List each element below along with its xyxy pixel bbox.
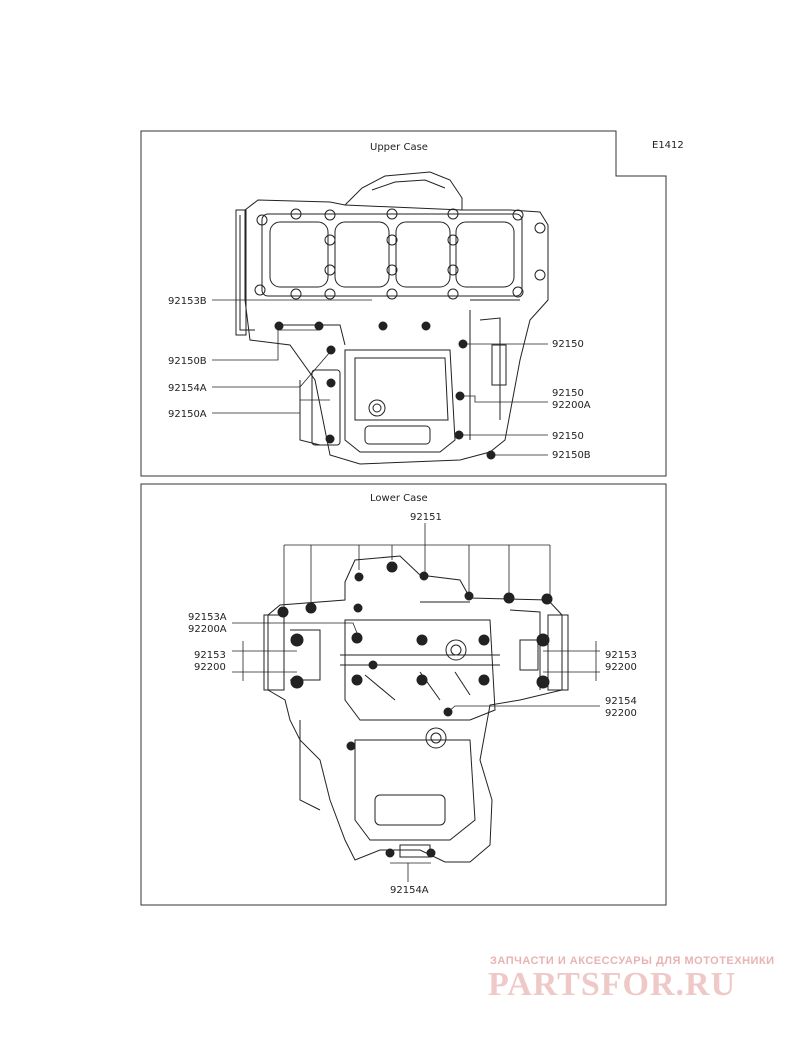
diagram-code: E1412	[652, 140, 684, 151]
upper-bolts	[274, 321, 496, 460]
lower-case-frame	[140, 483, 667, 906]
lower-bolts	[277, 561, 553, 858]
lower-leader-lines	[232, 523, 600, 882]
label-92154a: 92154A	[168, 383, 207, 394]
upper-bolt-bosses	[254, 208, 546, 300]
lower-crankcase-drawing	[263, 555, 569, 863]
watermark-logo: PARTSFOR.RU	[488, 966, 737, 1003]
lower-case-title: Lower Case	[370, 493, 428, 504]
label-92150-r2: 92150	[552, 388, 584, 399]
label-92153a: 92153A	[188, 612, 227, 623]
label-92200-r2: 92200	[605, 708, 637, 719]
upper-case-title: Upper Case	[370, 142, 428, 153]
upper-crankcase-drawing	[235, 171, 549, 465]
label-92150b-right: 92150B	[552, 450, 591, 461]
label-92150b-left: 92150B	[168, 356, 207, 367]
upper-leader-lines	[212, 299, 548, 456]
upper-case-frame	[140, 130, 667, 477]
label-92200-left: 92200	[194, 662, 226, 673]
label-92151: 92151	[410, 512, 442, 523]
label-92200a: 92200A	[188, 624, 227, 635]
watermark-tagline: ЗАПЧАСТИ И АКСЕССУАРЫ ДЛЯ МОТОТЕХНИКИ	[490, 955, 775, 967]
label-92150-r3: 92150	[552, 431, 584, 442]
label-92200-right: 92200	[605, 662, 637, 673]
label-92154: 92154	[605, 696, 637, 707]
label-92153b: 92153B	[168, 296, 207, 307]
label-92150a: 92150A	[168, 409, 207, 420]
label-92150-r1: 92150	[552, 339, 584, 350]
label-92154a: 92154A	[390, 885, 429, 896]
label-92200a-r2: 92200A	[552, 400, 591, 411]
label-92153-right: 92153	[605, 650, 637, 661]
label-92153-left: 92153	[194, 650, 226, 661]
